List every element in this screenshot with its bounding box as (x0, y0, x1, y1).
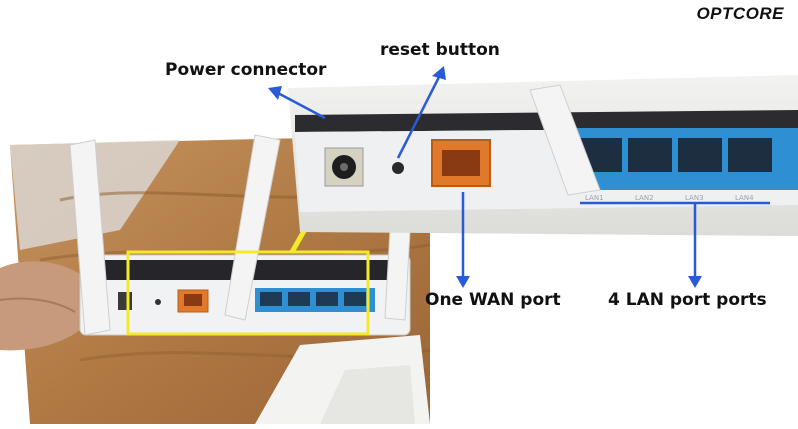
annotation-arrowheads (268, 66, 702, 288)
annotation-arrows (275, 74, 770, 278)
port-label: LAN1 (585, 194, 604, 202)
wan-port-label: One WAN port (425, 290, 561, 310)
port-label: LAN4 (735, 194, 754, 202)
port-label: LAN3 (685, 194, 704, 202)
hand (0, 261, 96, 351)
zoomed-router-photo: LAN1 LAN2 LAN3 LAN4 (288, 75, 798, 236)
brand-logo: OPTCORE (696, 4, 784, 23)
port-label: LAN2 (635, 194, 654, 202)
highlight-box (126, 250, 370, 336)
power-connector-label: Power connector (165, 60, 327, 80)
lan-ports-label: 4 LAN port ports (608, 290, 767, 310)
small-router (69, 134, 411, 336)
reset-button-label: reset button (380, 40, 500, 60)
